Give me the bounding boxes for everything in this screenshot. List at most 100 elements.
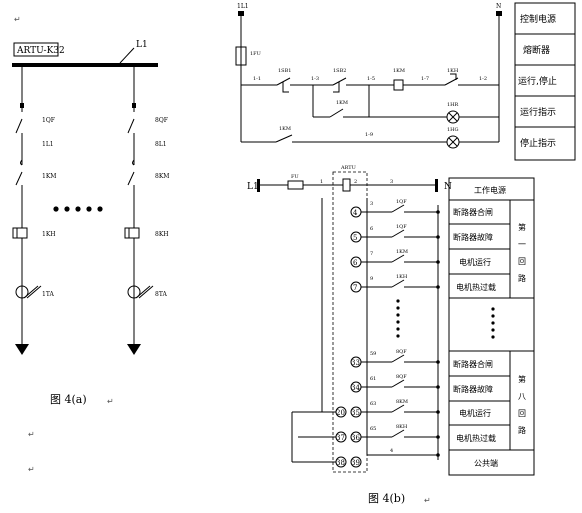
- terminal-1: 1: [320, 179, 323, 185]
- vertical-label-char: 第: [518, 374, 526, 384]
- terminal-3: 3: [390, 179, 393, 185]
- paragraph-mark: ↵: [28, 465, 35, 474]
- fuse-fu: [287, 180, 304, 190]
- artu-module: [332, 171, 368, 473]
- label-1sb1: 1SB1: [278, 68, 291, 74]
- label-8ta: 8TA: [155, 291, 167, 298]
- label-8l1: 8L1: [155, 141, 167, 148]
- contact-row: 37 36 65 8KH: [335, 424, 440, 443]
- legend-stop-indicator: 停止指示: [520, 137, 556, 149]
- node-1-5: 1-5: [367, 76, 375, 82]
- svg-text:39: 39: [351, 459, 360, 467]
- label-l1-supply: L1: [247, 182, 259, 192]
- label-fu: FU: [291, 174, 299, 180]
- contact-row: 4 3 1QF: [350, 199, 440, 218]
- legend-run-stop: 运行,停止: [518, 75, 557, 87]
- label-1hr: 1HR: [447, 102, 459, 108]
- vertical-label-char: 路: [518, 425, 526, 435]
- label-artu: ARTU: [340, 165, 356, 171]
- g1-breaker-closed: 断路器合闸: [453, 207, 493, 217]
- g8-breaker-closed: 断路器合闸: [453, 359, 493, 369]
- contact-ellipsis: [396, 299, 495, 339]
- label-1km-aux: 1KM: [336, 100, 348, 106]
- svg-text:65: 65: [370, 426, 376, 432]
- bus-l1-label: L1: [136, 40, 148, 50]
- svg-text:61: 61: [370, 376, 376, 382]
- contactor-8km: [127, 171, 135, 186]
- contact-1km: [275, 134, 293, 143]
- label-n-supply: N: [444, 182, 452, 192]
- label-n-bus: N: [496, 3, 501, 10]
- label-8kh: 8KH: [155, 231, 169, 238]
- artu-k32-box: [13, 42, 59, 57]
- feeder-1: 1QF 1L1 1KM 1KH 1TA: [12, 67, 56, 355]
- contact-row: 20 35 63 8KM: [335, 399, 440, 418]
- contactor-1km: [15, 171, 23, 186]
- contact-row: 7 9 1KH: [350, 274, 440, 293]
- svg-text:63: 63: [370, 401, 376, 407]
- group8-vertical-label: 第八回路: [518, 374, 526, 435]
- label-8qf: 8QF: [155, 117, 168, 124]
- contact-row: 6 7 1KM: [350, 249, 440, 268]
- paragraph-mark: ↵: [28, 430, 35, 439]
- paragraph-mark: ↵: [107, 397, 114, 406]
- label-1l1-bus: 1L1: [237, 3, 249, 10]
- vertical-label-char: 回: [518, 257, 526, 266]
- vertical-label-char: 回: [518, 409, 526, 418]
- label-1l1: 1L1: [42, 141, 54, 148]
- svg-text:36: 36: [351, 434, 360, 442]
- svg-text:7: 7: [353, 284, 357, 292]
- label-1km-contact: 1KM: [279, 126, 291, 132]
- label-8km: 8KM: [155, 173, 169, 180]
- vertical-label-char: 八: [518, 392, 526, 401]
- thermal-relay-1kh: [16, 227, 28, 239]
- g1-motor-overload: 电机热过载: [456, 282, 496, 292]
- label-1qf: 1QF: [42, 117, 55, 124]
- vertical-label-char: 第: [518, 222, 526, 232]
- label-1km: 1KM: [42, 173, 56, 180]
- breaker-1qf: [15, 118, 23, 134]
- svg-text:4: 4: [390, 448, 393, 454]
- legend-fuse: 熔断器: [523, 44, 550, 56]
- artu-k32-label: ARTU-K32: [16, 46, 65, 56]
- svg-text:34: 34: [351, 384, 360, 392]
- svg-text:7: 7: [370, 251, 373, 257]
- figure-4b-control: 1L1 N 1FU 1SB1 1SB2 1KM 1KH 1-1 1-3 1-5 …: [235, 2, 576, 161]
- svg-text:33: 33: [351, 359, 360, 367]
- switch-1sb2: [332, 77, 347, 86]
- legend-run-indicator: 运行指示: [520, 106, 556, 118]
- figure-4a: ↵ ARTU-K32 L1 1QF 1L1 1KM 1KH 1TA: [12, 15, 169, 474]
- label-1ta: 1TA: [42, 291, 54, 298]
- coil-1km: [393, 79, 404, 91]
- terminal-2: 2: [354, 179, 357, 185]
- svg-text:1QF: 1QF: [396, 199, 407, 205]
- label-1hg: 1HG: [447, 127, 459, 133]
- node-1-2: 1-2: [479, 76, 487, 82]
- caption-4a: 图 4(a): [50, 393, 87, 406]
- svg-text:59: 59: [370, 351, 376, 357]
- aux-contact-1km: [329, 108, 344, 118]
- node-1-9: 1-9: [365, 132, 373, 138]
- g1-motor-running: 电机运行: [459, 257, 491, 267]
- switch-1sb1: [276, 77, 291, 86]
- g8-motor-overload: 电机热过载: [456, 433, 496, 443]
- svg-text:1QF: 1QF: [396, 224, 407, 230]
- contact-row: 34 61 8QF: [350, 374, 440, 393]
- io-table: 工作电源 断路器合闸 断路器故障 电机运行 电机热过载 断路器合闸 断路器故障 …: [448, 177, 535, 476]
- load-arrow-8: [127, 344, 141, 355]
- svg-text:35: 35: [351, 409, 360, 417]
- feeder-ellipsis: [53, 206, 103, 212]
- svg-text:20: 20: [336, 409, 345, 417]
- svg-text:9: 9: [370, 276, 373, 282]
- control-legend-table: 控制电源 熔断器 运行,停止 运行指示 停止指示: [514, 2, 576, 161]
- paragraph-mark: ↵: [14, 15, 21, 24]
- contact-row: 5 6 1QF: [350, 224, 440, 243]
- label-1sb2: 1SB2: [333, 68, 346, 74]
- svg-text:6: 6: [370, 226, 373, 232]
- g8-breaker-fault: 断路器故障: [453, 384, 493, 394]
- breaker-8qf: [127, 118, 135, 134]
- paragraph-mark: ↵: [424, 496, 431, 505]
- common-terminal: 公共端: [474, 458, 498, 468]
- node-1-3: 1-3: [311, 76, 319, 82]
